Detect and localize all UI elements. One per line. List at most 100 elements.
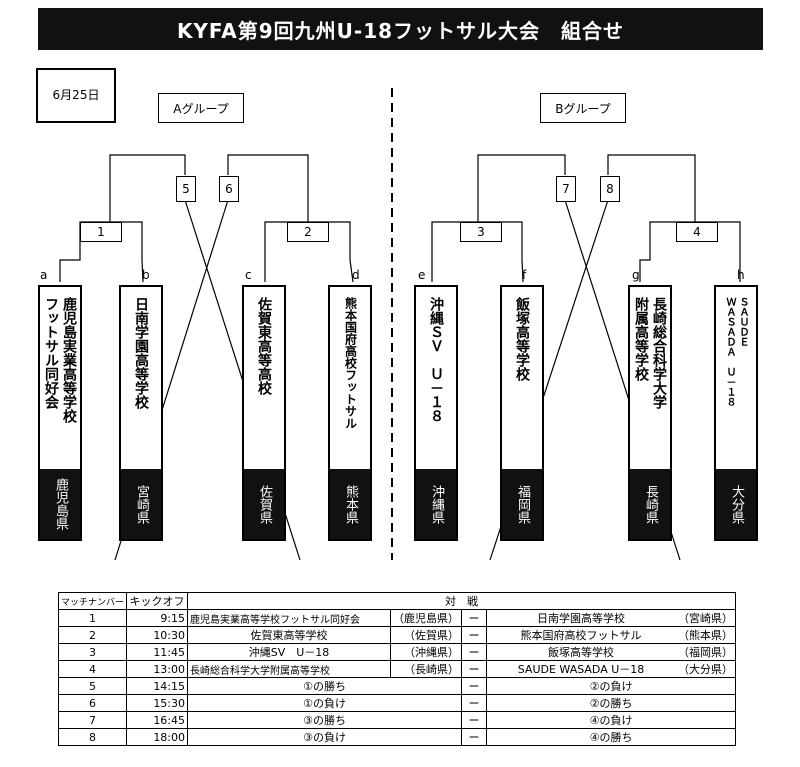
- match-number-3: 3: [460, 222, 502, 242]
- team-card-h: ＳＡＵＤＥ ＷＡＳＡＤＡ Ｕ－１８ 大分県: [714, 285, 758, 541]
- team-prefecture: 宮崎県: [134, 484, 149, 524]
- home-prefecture: （佐賀県）: [390, 626, 463, 644]
- team-letter-b: b: [142, 268, 150, 282]
- header-vs: 対 戦: [187, 592, 737, 610]
- vs-separator: ー: [461, 660, 488, 678]
- match-number-8: 8: [600, 176, 620, 202]
- team-prefecture: 鹿児島県: [53, 478, 68, 530]
- home-team: 長崎総合科学大学附属高等学校: [187, 660, 392, 678]
- home-team: ①の負け: [187, 694, 463, 712]
- match-no: 1: [57, 609, 128, 627]
- team-letter-a: a: [40, 268, 48, 282]
- away-team: 熊本国府高校フットサル: [486, 626, 676, 644]
- team-letter-c: c: [245, 268, 252, 282]
- away-team: ②の勝ち: [486, 694, 737, 712]
- home-team: ①の勝ち: [187, 677, 463, 695]
- home-prefecture: （長崎県）: [390, 660, 463, 678]
- header-match-number: マッチナンバー: [57, 592, 128, 610]
- team-name-line2: フットサル同好会: [43, 297, 59, 409]
- team-name: 日南学園高等学校: [133, 297, 149, 409]
- page-title: KYFA第9回九州U-18フットサル大会 組合せ: [38, 8, 763, 50]
- table-row: 5 14:15 ①の勝ち ー ②の負け: [57, 677, 737, 695]
- table-header-row: マッチナンバー キックオフ 対 戦: [57, 592, 737, 610]
- away-prefecture: （大分県）: [675, 660, 737, 678]
- team-card-f: 飯塚高等学校 福岡県: [500, 285, 544, 541]
- match-no: 2: [57, 626, 128, 644]
- away-team: ④の勝ち: [486, 728, 737, 746]
- team-prefecture: 沖縄県: [429, 484, 444, 524]
- team-name: 長崎総合科学大学: [651, 297, 667, 409]
- team-card-g: 長崎総合科学大学 附属高等学校 長崎県: [628, 285, 672, 541]
- table-row: 8 18:00 ③の負け ー ④の勝ち: [57, 728, 737, 746]
- vs-separator: ー: [461, 643, 488, 661]
- kickoff-time: 18:00: [126, 728, 189, 746]
- kickoff-time: 14:15: [126, 677, 189, 695]
- away-prefecture: （宮崎県）: [675, 609, 737, 627]
- match-number-7: 7: [556, 176, 576, 202]
- home-prefecture: （沖縄県）: [390, 643, 463, 661]
- team-prefecture: 熊本県: [343, 484, 358, 524]
- match-number-1: 1: [80, 222, 122, 242]
- match-no: 3: [57, 643, 128, 661]
- match-no: 5: [57, 677, 128, 695]
- match-no: 4: [57, 660, 128, 678]
- team-prefecture: 長崎県: [643, 484, 658, 524]
- team-name: ＳＡＵＤＥ: [737, 297, 748, 347]
- away-prefecture: （福岡県）: [675, 643, 737, 661]
- home-team: ③の勝ち: [187, 711, 463, 729]
- table-row: 6 15:30 ①の負け ー ②の勝ち: [57, 694, 737, 712]
- team-letter-f: f: [522, 268, 527, 282]
- date-label: 6月25日: [36, 68, 116, 123]
- table-row: 4 13:00 長崎総合科学大学附属高等学校 （長崎県） ー SAUDE WAS…: [57, 660, 737, 678]
- vs-separator: ー: [461, 609, 488, 627]
- header-kickoff: キックオフ: [126, 592, 189, 610]
- team-name-line2: 附属高等学校: [633, 297, 649, 381]
- away-team: 飯塚高等学校: [486, 643, 676, 661]
- table-row: 1 9:15 鹿児島実業高等学校フットサル同好会 （鹿児島県） ー 日南学園高等…: [57, 609, 737, 627]
- kickoff-time: 10:30: [126, 626, 189, 644]
- group-b-label: Bグループ: [540, 93, 626, 123]
- home-prefecture: （鹿児島県）: [390, 609, 463, 627]
- away-team: 日南学園高等学校: [486, 609, 676, 627]
- vs-separator: ー: [461, 626, 488, 644]
- team-prefecture: 大分県: [729, 484, 744, 524]
- team-card-a: 鹿児島実業高等学校 フットサル同好会 鹿児島県: [38, 285, 82, 541]
- team-name-line2: ＷＡＳＡＤＡ Ｕ－１８: [724, 297, 735, 407]
- team-name: 沖縄ＳＶ Ｕ－１８: [428, 297, 444, 423]
- team-name: 飯塚高等学校: [514, 297, 530, 381]
- team-prefecture: 福岡県: [515, 484, 530, 524]
- vs-separator: ー: [461, 694, 488, 712]
- vs-separator: ー: [461, 677, 488, 695]
- home-team: 沖縄SV U－18: [187, 643, 392, 661]
- match-number-6: 6: [219, 176, 239, 202]
- team-name: 佐賀東高等高校: [256, 297, 272, 395]
- match-number-4: 4: [676, 222, 718, 242]
- home-team: 佐賀東高等学校: [187, 626, 392, 644]
- kickoff-time: 9:15: [126, 609, 189, 627]
- schedule-table: マッチナンバー キックオフ 対 戦 1 9:15 鹿児島実業高等学校フットサル同…: [57, 592, 737, 746]
- away-team: ②の負け: [486, 677, 737, 695]
- match-no: 6: [57, 694, 128, 712]
- home-team: 鹿児島実業高等学校フットサル同好会: [187, 609, 392, 627]
- kickoff-time: 16:45: [126, 711, 189, 729]
- team-letter-g: g: [632, 268, 640, 282]
- vs-separator: ー: [461, 728, 488, 746]
- team-card-e: 沖縄ＳＶ Ｕ－１８ 沖縄県: [414, 285, 458, 541]
- team-prefecture: 佐賀県: [257, 484, 272, 524]
- table-row: 3 11:45 沖縄SV U－18 （沖縄県） ー 飯塚高等学校 （福岡県）: [57, 643, 737, 661]
- team-letter-d: d: [352, 268, 360, 282]
- match-no: 7: [57, 711, 128, 729]
- table-row: 2 10:30 佐賀東高等学校 （佐賀県） ー 熊本国府高校フットサル （熊本県…: [57, 626, 737, 644]
- match-no: 8: [57, 728, 128, 746]
- kickoff-time: 13:00: [126, 660, 189, 678]
- team-letter-e: e: [418, 268, 426, 282]
- team-card-b: 日南学園高等学校 宮崎県: [119, 285, 163, 541]
- home-team: ③の負け: [187, 728, 463, 746]
- vs-separator: ー: [461, 711, 488, 729]
- team-card-c: 佐賀東高等高校 佐賀県: [242, 285, 286, 541]
- team-name: 鹿児島実業高等学校: [61, 297, 77, 423]
- group-a-label: Aグループ: [158, 93, 244, 123]
- away-team: SAUDE WASADA U－18: [486, 660, 676, 678]
- away-team: ④の負け: [486, 711, 737, 729]
- kickoff-time: 15:30: [126, 694, 189, 712]
